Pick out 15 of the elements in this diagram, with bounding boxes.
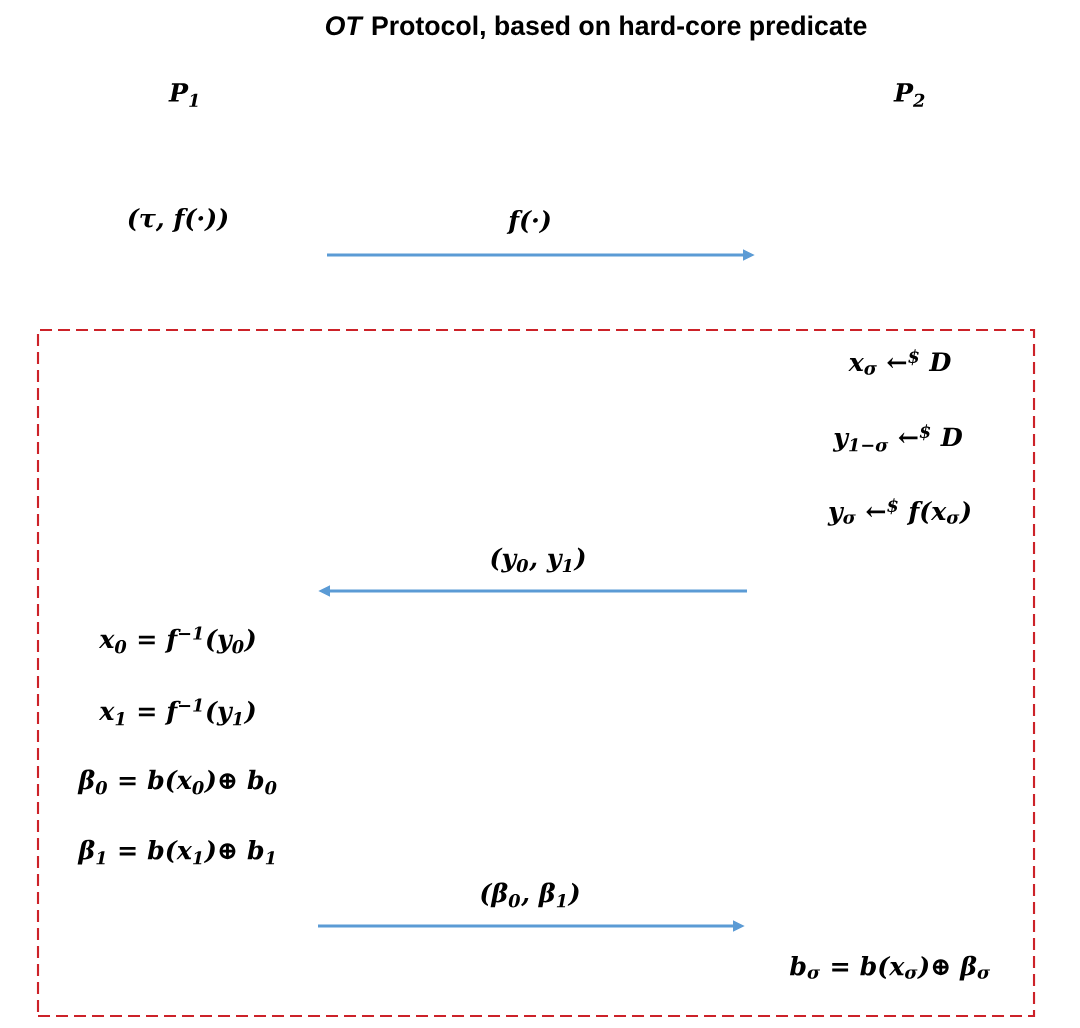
party-label: P$_{2}$ <box>893 83 925 107</box>
formula: (τ, f(·)) <box>128 208 228 233</box>
party-label: P$_{1}$ <box>168 83 198 107</box>
message-label: (β$_{0}$, β$_{1}$) <box>481 882 579 908</box>
message-label: (y$_{0}$, y$_{1}$) <box>491 547 585 573</box>
formula: y$_{1−σ}$ ←$^{$}$ D <box>832 424 962 452</box>
formula: x$_{1}$ = f$^{−1}$(y$_{1}$) <box>98 698 255 726</box>
formula: y$_{σ}$ ←$^{$}$ f(x$_{σ}$) <box>827 498 970 526</box>
formula: β$_{1}$ = b(x$_{1}$)⊕ b$_{1}$ <box>77 839 275 865</box>
message-label: f(·) <box>506 210 550 235</box>
formula: b$_{σ}$ = b(x$_{σ}$)⊕ β$_{σ}$ <box>789 955 991 981</box>
formula: x$_{σ}$ ←$^{$}$ D <box>848 349 951 375</box>
formula: x$_{0}$ = f$^{−1}$(y$_{0}$) <box>98 626 255 654</box>
title: OT Protocol, based on hard-core predicate <box>325 15 867 41</box>
formula: β$_{0}$ = b(x$_{0}$)⊕ b$_{0}$ <box>77 769 277 795</box>
